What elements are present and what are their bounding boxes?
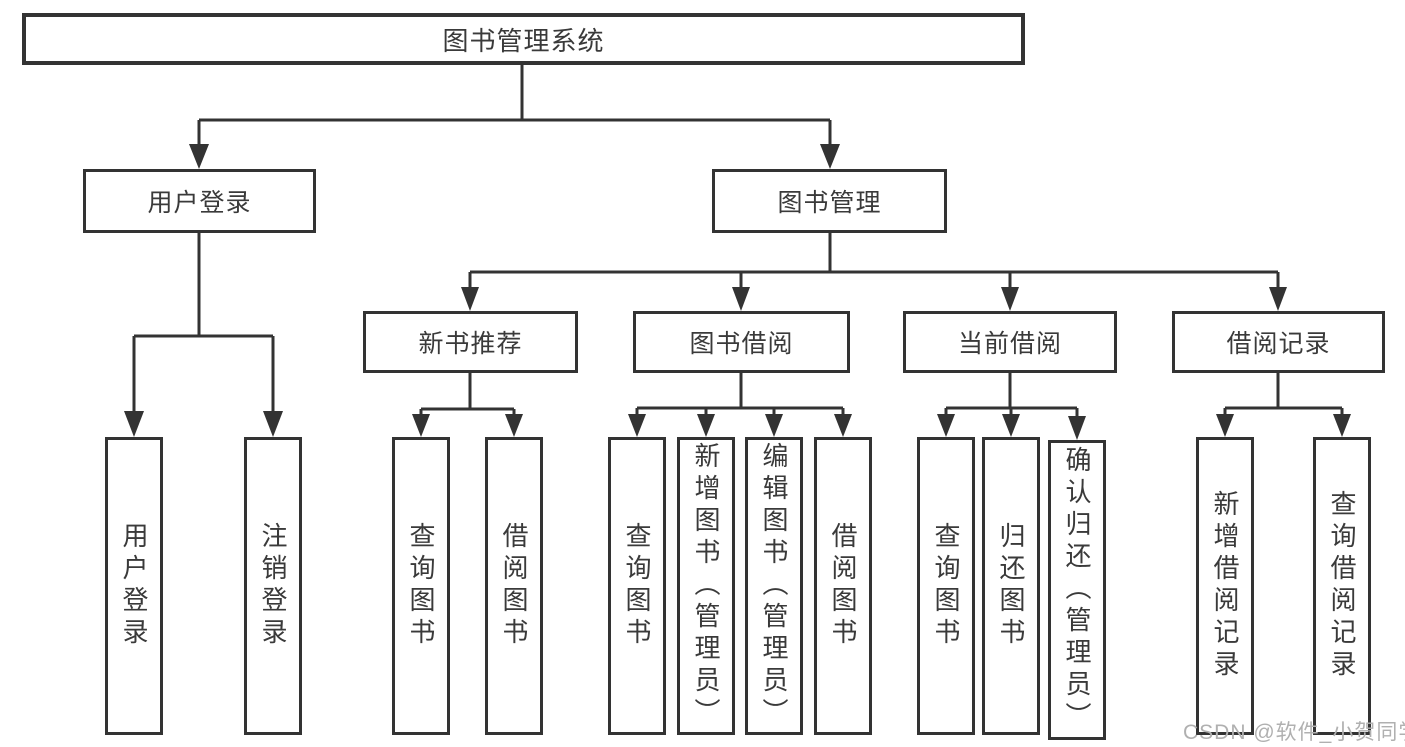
node-borrow-record: 借阅记录 [1172,311,1385,373]
node-label: 查询图书 [622,522,652,650]
node-label: 当前借阅 [957,330,1062,358]
node-label: 图书管理 [777,189,882,217]
node-label: 用户登录 [147,189,252,217]
connector-current-borrow-to-leaves [937,373,1086,440]
node-label: 归还图书 [996,522,1026,650]
node-book-borrow: 图书借阅 [633,311,850,373]
node-label: 编辑图书（管理员） [759,442,789,730]
connector-book-borrow-to-leaves [628,373,852,437]
leaf-query-borrow-record: 查询借阅记录 [1313,437,1371,735]
leaf-confirm-return-admin: 确认归还（管理员） [1048,440,1106,740]
node-book-management: 图书管理 [712,169,947,233]
connector-root-to-level2 [189,65,840,169]
leaf-return-book: 归还图书 [982,437,1040,735]
connector-borrow-record-to-leaves [1216,373,1351,437]
leaf-add-book-admin: 新增图书（管理员） [677,437,735,735]
connector-user-login-to-leaves [124,233,283,437]
node-label: 确认归还（管理员） [1062,446,1092,734]
node-label: 用户登录 [119,522,149,650]
node-new-book-recommend: 新书推荐 [363,311,578,373]
node-label: 图书借阅 [689,330,794,358]
connector-book-management-to-level3 [461,233,1287,311]
node-library-management-system: 图书管理系统 [22,13,1025,65]
connector-new-book-recommend-to-leaves [412,373,523,437]
node-label: 查询图书 [931,522,961,650]
node-label: 查询借阅记录 [1327,490,1357,682]
leaf-borrow-books: 借阅图书 [814,437,872,735]
node-label: 借阅图书 [828,522,858,650]
leaf-add-borrow-record: 新增借阅记录 [1196,437,1254,735]
node-label: 新书推荐 [418,330,523,358]
node-label: 新增图书（管理员） [691,442,721,730]
leaf-user-login: 用户登录 [105,437,163,735]
csdn-watermark: CSDN @软件_小贺同学 [1183,721,1405,744]
leaf-edit-book-admin: 编辑图书（管理员） [745,437,803,735]
node-label: 借阅记录 [1226,330,1331,358]
leaf-query-books-borrow: 查询图书 [608,437,666,735]
leaf-logout: 注销登录 [244,437,302,735]
node-current-borrow: 当前借阅 [903,311,1117,373]
node-label: 注销登录 [258,522,288,650]
node-label: 图书管理系统 [442,25,605,56]
node-user-login: 用户登录 [83,169,316,233]
node-label: 查询图书 [406,522,436,650]
node-label: 借阅图书 [499,522,529,650]
node-label: 新增借阅记录 [1210,490,1240,682]
leaf-query-books-current: 查询图书 [917,437,975,735]
leaf-borrow-books-recommend: 借阅图书 [485,437,543,735]
leaf-query-books-recommend: 查询图书 [392,437,450,735]
